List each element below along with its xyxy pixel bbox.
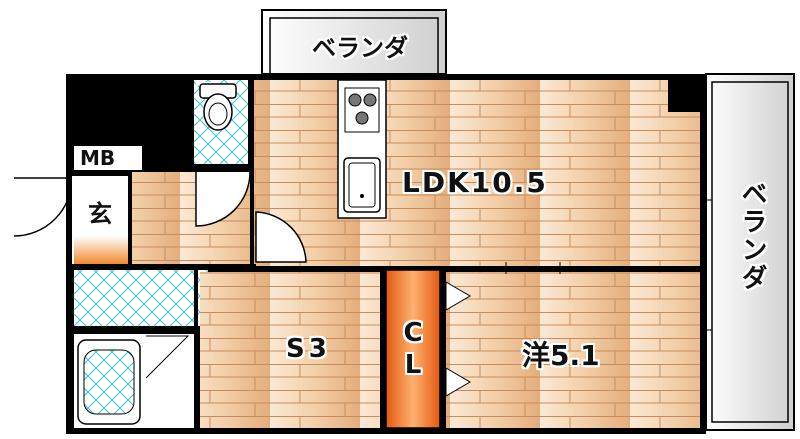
closet	[385, 269, 441, 429]
western-room-label: 洋5.1	[522, 339, 600, 372]
balcony-top-label: ベランダ	[312, 34, 408, 62]
entrance-label: 玄	[88, 200, 112, 228]
western-room	[446, 272, 700, 428]
bathtub-icon	[77, 339, 141, 425]
stove-icon	[344, 87, 380, 133]
service-room-label: S3	[286, 334, 331, 364]
closet-label: CL	[398, 318, 428, 382]
ldk-floor	[254, 80, 700, 266]
ldk-door-swing	[255, 211, 307, 263]
balcony-right	[705, 73, 795, 431]
toilet-icon	[199, 83, 237, 131]
sink-icon	[343, 157, 381, 213]
toilet-door-swing	[195, 171, 251, 227]
ldk-label: LDK10.5	[402, 166, 548, 199]
bathroom-door-swing	[145, 335, 190, 379]
interior-walls	[72, 80, 700, 430]
washroom	[74, 270, 208, 326]
meter-box	[74, 146, 142, 170]
balcony-top	[261, 9, 447, 75]
balcony-right-label: ベランダ	[737, 180, 767, 292]
meter-box-label: MB	[80, 146, 116, 170]
entrance-door-swing	[13, 177, 73, 237]
